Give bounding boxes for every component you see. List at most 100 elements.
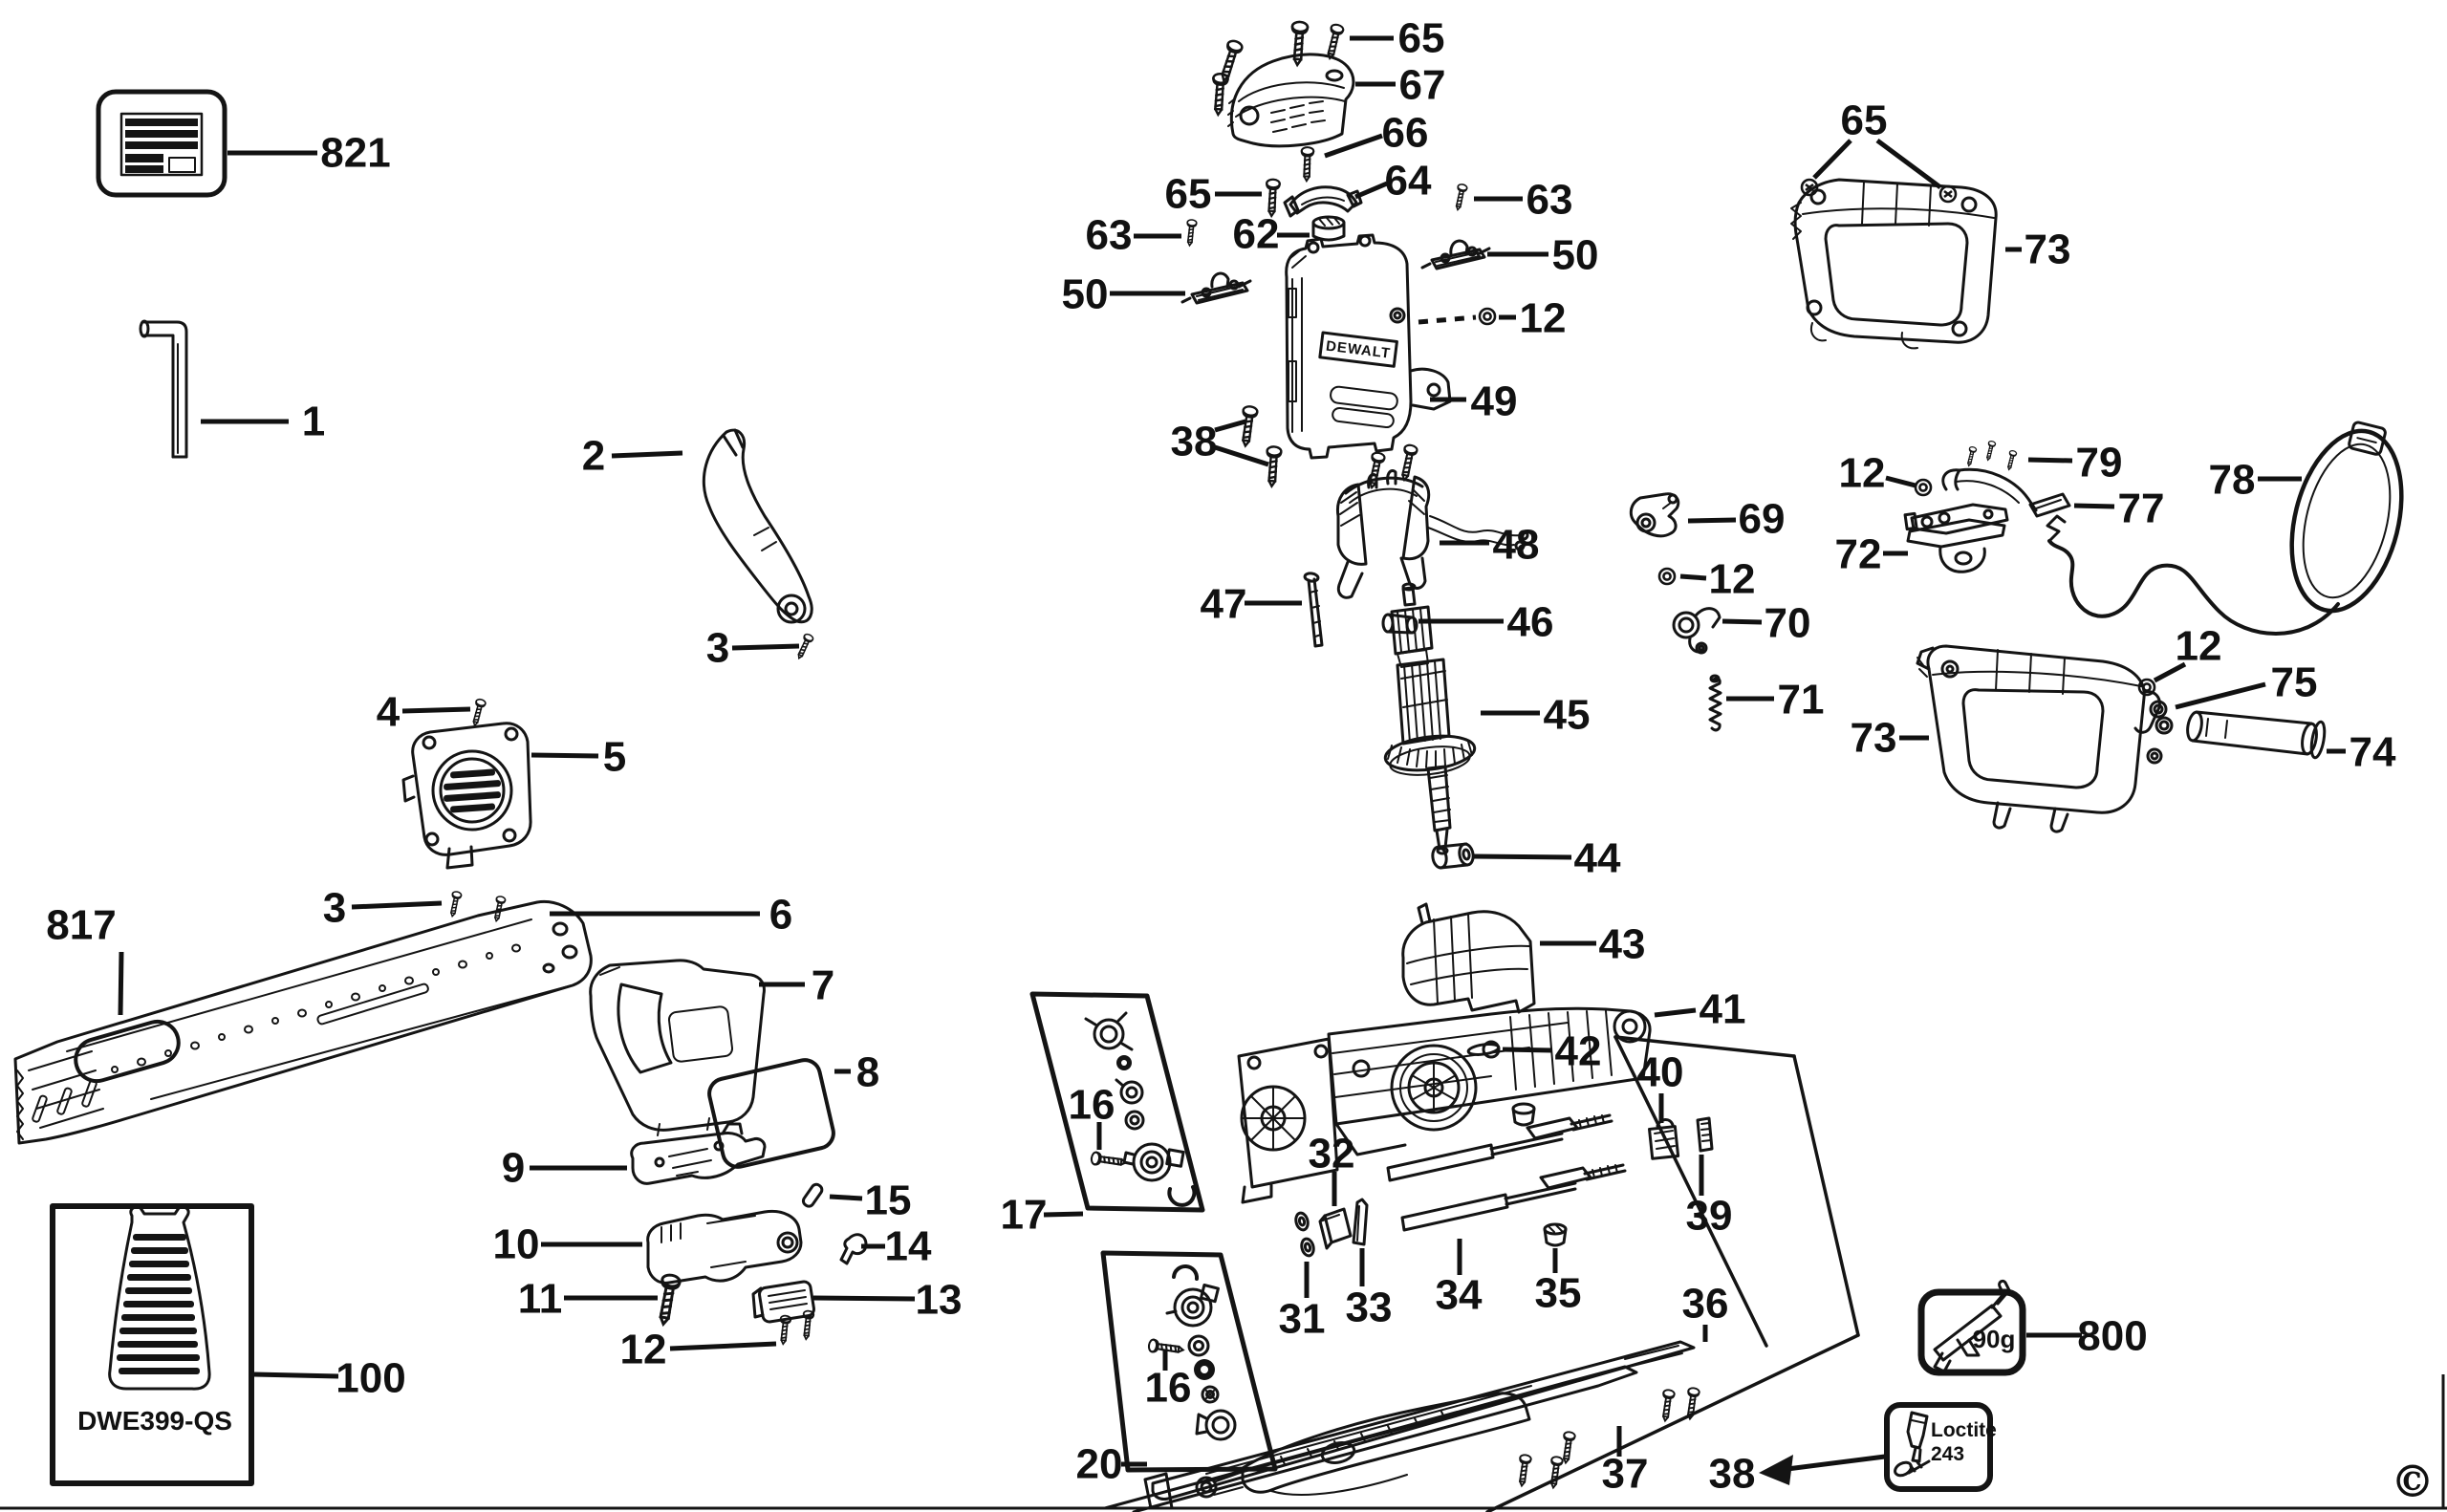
- screw-65-d: [1323, 22, 1346, 61]
- screw-66: [1299, 145, 1315, 183]
- leader-line-38: [1214, 444, 1269, 467]
- motor-housing-drawing: DEWALT: [1285, 233, 1452, 460]
- leader-line-15: [829, 1194, 863, 1201]
- callout-65: 65: [1841, 97, 1888, 144]
- vent-cap-drawing: [751, 1280, 815, 1324]
- callout-5: 5: [603, 734, 626, 781]
- grease-weight-label: 90g: [1973, 1325, 2016, 1353]
- callout-72: 72: [1835, 531, 1882, 578]
- leader-line-3: [351, 900, 443, 910]
- lever-69-drawing: [1629, 492, 1680, 538]
- leader-line-17: [1043, 1211, 1084, 1218]
- callout-48: 48: [1493, 522, 1540, 569]
- leader-line-42: [1502, 1047, 1553, 1053]
- leader-line-12: [669, 1341, 777, 1351]
- callout-10: 10: [493, 1221, 540, 1268]
- callout-66: 66: [1382, 110, 1429, 157]
- latch-plate-drawing: [1283, 185, 1363, 218]
- callout-43: 43: [1599, 921, 1646, 968]
- grease-gun-icon: [1917, 1279, 2026, 1376]
- pad-drawing: [707, 1058, 835, 1169]
- leader-line-65: [1875, 138, 1942, 190]
- callout-35: 35: [1535, 1270, 1582, 1317]
- screw-79-c: [2004, 449, 2018, 471]
- callout-70: 70: [1765, 600, 1811, 647]
- callout-50: 50: [1062, 271, 1109, 318]
- tube-74-drawing: [2186, 710, 2327, 760]
- callout-12: 12: [620, 1327, 667, 1373]
- callout-3: 3: [706, 625, 729, 672]
- callout-45: 45: [1544, 692, 1591, 739]
- callout-12: 12: [1839, 450, 1886, 497]
- kit-box-17: [1029, 991, 1205, 1213]
- callout-49: 49: [1471, 378, 1518, 425]
- screw-79-b: [1983, 440, 1997, 462]
- callout-78: 78: [2209, 457, 2256, 504]
- callout-6: 6: [769, 892, 792, 939]
- clutch-cover-drawing: [589, 959, 766, 1136]
- screw-37-a: [1515, 1453, 1533, 1488]
- shoe-housing-drawing: [646, 1209, 803, 1285]
- switch-assembly-left: [1180, 271, 1252, 305]
- armature-drawing: [1383, 582, 1477, 855]
- callout-38: 38: [1709, 1451, 1756, 1498]
- callout-32: 32: [1309, 1131, 1355, 1177]
- pin-15-drawing: [801, 1182, 824, 1208]
- callout-3: 3: [323, 885, 346, 932]
- screw-65-g: [1938, 184, 1958, 204]
- bearing-44-drawing: [1431, 842, 1475, 870]
- callout-12: 12: [1520, 295, 1567, 342]
- hook-14-drawing: [839, 1233, 868, 1265]
- leader-line-79: [2027, 457, 2073, 464]
- callout-15: 15: [865, 1177, 912, 1224]
- leader-line-66: [1324, 133, 1383, 159]
- callout-20: 20: [1076, 1441, 1123, 1488]
- callout-12: 12: [1709, 556, 1756, 603]
- callout-100: 100: [336, 1355, 405, 1402]
- block-32: [1318, 1207, 1353, 1250]
- callout-64: 64: [1385, 158, 1432, 205]
- callout-63: 63: [1527, 177, 1573, 224]
- callout-817: 817: [46, 902, 116, 949]
- callout-40: 40: [1637, 1049, 1684, 1096]
- callout-39: 39: [1686, 1193, 1733, 1240]
- callout-41: 41: [1700, 986, 1746, 1033]
- blade-assembly-37: [1103, 1365, 1638, 1512]
- switch-assembly-right: [1420, 239, 1491, 270]
- clamp-bracket-drawing: [630, 1122, 767, 1185]
- glue-bottle-icon: [1884, 1402, 1993, 1492]
- loctite-arrow: [1759, 1454, 1886, 1485]
- handle-half-upper-73: [1790, 178, 1998, 350]
- callout-73: 73: [1851, 715, 1897, 762]
- callout-74: 74: [2350, 729, 2396, 776]
- nut-12-a: [1914, 478, 1933, 497]
- screw-79-a: [1964, 445, 1978, 467]
- callout-33: 33: [1346, 1285, 1393, 1331]
- callout-46: 46: [1507, 599, 1554, 646]
- callout-69: 69: [1739, 496, 1786, 543]
- callout-44: 44: [1574, 835, 1621, 882]
- long-screw-47: [1303, 572, 1324, 648]
- link-75-drawing: [2146, 700, 2174, 765]
- callout-1: 1: [302, 399, 325, 445]
- bumper-62-drawing: [1311, 215, 1346, 242]
- callout-34: 34: [1436, 1272, 1483, 1319]
- callout-67: 67: [1399, 62, 1446, 109]
- screw-63-b: [1183, 218, 1198, 248]
- callout-14: 14: [885, 1223, 932, 1270]
- callout-31: 31: [1279, 1296, 1326, 1343]
- screw-38-a: [1237, 404, 1260, 448]
- callout-4: 4: [377, 689, 401, 736]
- callout-38: 38: [1171, 419, 1218, 465]
- cap-35: [1511, 1102, 1568, 1247]
- callout-11: 11: [518, 1276, 563, 1323]
- linkage-drawing: [1941, 467, 2038, 512]
- connector-77-drawing: [2028, 492, 2071, 518]
- blade-33: [1352, 1198, 1369, 1246]
- brush-40: [1648, 1118, 1680, 1160]
- screw-63-a: [1452, 183, 1469, 212]
- callout-12: 12: [2176, 623, 2222, 670]
- bracket-72-drawing: [1903, 503, 2009, 573]
